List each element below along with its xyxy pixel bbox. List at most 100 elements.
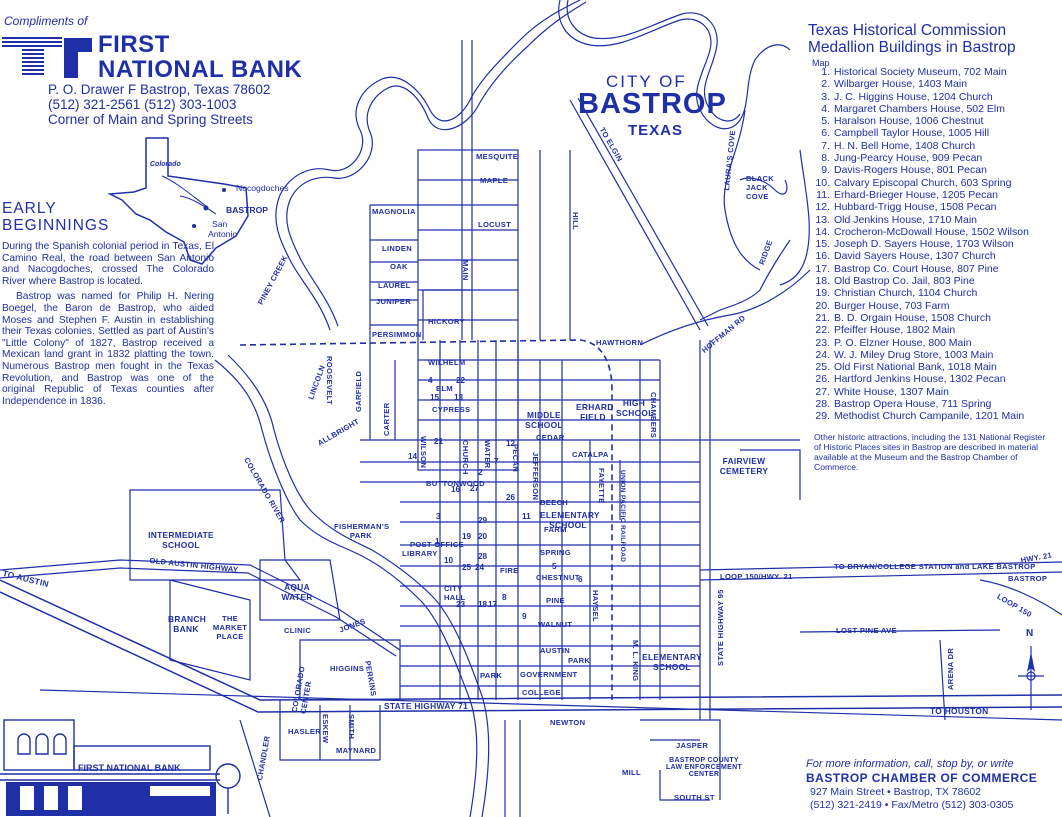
compliments-text: Compliments of [4,14,88,28]
park-west: PARK [480,671,503,680]
site-marker-29: 29 [478,516,488,525]
medallion-item-number: 28. [815,398,830,411]
street-jasper: JASPER [676,741,709,750]
medallion-item: 13.Old Jenkins House, 1710 Main [810,214,1029,226]
medallion-item: 7.H. N. Bell Home, 1408 Church [810,140,1029,152]
medallion-item-number: 2. [821,78,830,91]
fire-station: FIRE [500,566,519,575]
medallion-item: 3.J. C. Higgins House, 1204 Church [810,91,1029,103]
street-persimmon: PERSIMMON [372,330,422,339]
medallion-item-number: 12. [815,201,830,214]
medallion-item: 15.Joseph D. Sayers House, 1703 Wilson [810,238,1029,250]
medallion-map-heading: Map [812,58,830,68]
medallion-item-text: Crocheron-McDowall House, 1502 Wilson [834,225,1029,238]
bastrop-dot [203,205,209,211]
medallion-item-text: Margaret Chambers House, 502 Elm [834,102,1005,115]
contact-lead: For more information, call, stop by, or … [806,758,1014,770]
medallion-item: 16.David Sayers House, 1307 Church [810,250,1029,262]
city-of-label: CITY OF [606,72,687,91]
street-farm: FARM [544,525,567,534]
street-juniper: JUNIPER [376,297,412,306]
street-mesquite: MESQUITE [476,152,519,161]
street-jefferson: JEFFERSON [531,452,540,501]
site-marker-4: 4 [428,376,433,385]
street-oak: OAK [390,262,408,271]
street-south-st: SOUTH ST [674,793,715,802]
street-chambers: CHAMBERS [649,392,658,439]
street-beech: BEECH [540,498,569,507]
street-maynard: MAYNARD [336,746,377,755]
city-hall: CITY HALL [444,584,466,602]
bank-address: P. O. Drawer F Bastrop, Texas 78602 (512… [48,82,271,127]
medallion-item-text: David Sayers House, 1307 Church [834,250,996,263]
street-college: COLLEGE [522,688,561,697]
medallion-item-text: J. C. Higgins House, 1204 Church [834,90,993,103]
medallion-item-number: 8. [821,152,830,165]
medallion-item-number: 22. [815,324,830,337]
medallion-item: 1.Historical Society Museum, 702 Main [810,66,1029,78]
site-marker-2: 2 [478,468,483,477]
medallion-item-text: Pfeiffer House, 1802 Main [834,324,956,337]
medallion-item-text: Historical Society Museum, 702 Main [834,66,1007,78]
site-marker-19: 19 [462,532,472,541]
library: LIBRARY [402,549,438,558]
street-church: CHURCH [461,440,470,475]
medallion-item: 2.Wilbarger House, 1403 Main [810,78,1029,90]
site-marker-8: 8 [502,593,507,602]
medallion-item-text: Joseph D. Sayers House, 1703 Wilson [834,238,1014,251]
site-marker-7: 7 [494,457,499,466]
medallion-item-number: 17. [815,262,830,275]
site-marker-6: 6 [578,575,583,584]
street-walnut: WALNUT [538,620,573,629]
contact-address: 927 Main Street • Bastrop, TX 78602 [810,786,981,798]
medallion-title: Texas Historical Commission Medallion Bu… [808,22,1016,56]
medallion-item: 27.White House, 1307 Main [810,386,1029,398]
site-marker-22: 22 [456,376,466,385]
street-eskew: ESKEW [321,714,330,744]
park-east: PARK [568,656,591,665]
street-catalpa: CATALPA [572,450,609,459]
medallion-item-number: 4. [821,102,830,115]
fairview-cemetery: FAIRVIEW CEMETERY [719,456,769,476]
street-hill: HILL [571,212,580,231]
medallion-item-text: Bastrop Co. Court House, 807 Pine [834,262,999,275]
lost-pines-ave-label: LOST PINE AVE [836,626,897,635]
site-marker-21: 21 [434,437,444,446]
street-haysel: HAYSEL [591,590,600,622]
street-roosevelt: ROOSEVELT [325,356,334,405]
street-linden: LINDEN [382,244,413,253]
street-mlk: M. L. KING [631,640,640,682]
texas-inset-map [107,137,249,265]
old-austin-highway [0,559,401,651]
site-marker-24: 24 [475,563,485,572]
street-hasler: HASLER [288,727,322,736]
elementary-school-south: ELEMENTARY SCHOOL [642,652,702,672]
medallion-item: 4. Margaret Chambers House, 502 Elm [810,103,1029,115]
inset-bastrop-label: BASTROP [226,205,269,215]
site-marker-23: 23 [456,600,466,609]
street-buttonwood: BUTTONWOOD [426,479,485,488]
medallion-item: 6. Campbell Taylor House, 1005 Hill [810,127,1029,139]
site-marker-28: 28 [478,552,488,561]
medallion-item: 18.Old Bastrop Co. Jail, 803 Pine [810,275,1029,287]
intermediate-school: INTERMEDIATE SCHOOL [148,530,214,550]
medallion-item-number: 6. [821,127,830,140]
medallion-item-number: 23. [815,336,830,349]
street-government: GOVERNMENT [520,670,578,679]
piney-creek [275,0,581,331]
aqua-water: AQUA WATER [281,582,313,602]
contact-phone: (512) 321-2419 • Fax/Metro (512) 303-030… [810,799,1014,811]
medallion-item: 29.Methodist Church Campanile, 1201 Main [810,410,1029,422]
medallion-item: 24.W. J. Miley Drug Store, 1003 Main [810,349,1029,361]
site-marker-9: 9 [522,612,527,621]
street-fayette: FAYETTE [597,468,606,504]
street-water: WATER [483,440,492,469]
nacogdoches-dot [222,188,226,192]
highway-71 [0,579,1062,701]
site-marker-13: 13 [454,393,464,402]
medallion-item-text: Campbell Taylor House, 1005 Hill [834,127,990,140]
to-houston-label: TO HOUSTON [930,706,989,716]
medallion-item-text: Calvary Episcopal Church, 603 Spring [834,176,1012,189]
street-laurel: LAUREL [378,281,411,290]
